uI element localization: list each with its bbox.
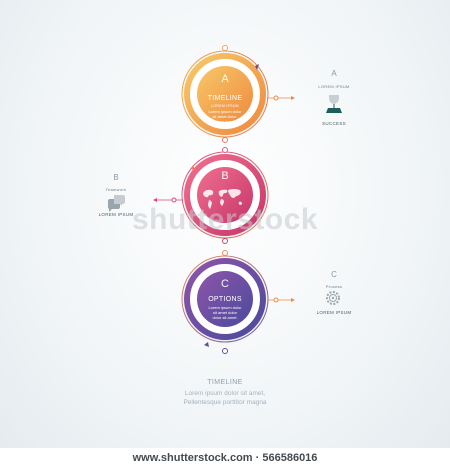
footer-body: Lorem ipsum dolor sit amet, Pellentesque…: [145, 389, 305, 407]
step-b-ring-arrow: [191, 165, 195, 170]
step-c-fill-disc: [197, 271, 253, 327]
step-a-letter: A: [221, 73, 229, 85]
step-c-colored-ring: [184, 258, 266, 340]
step-a-bottom-node: [222, 137, 228, 143]
side-a-label: SUCCESS: [322, 121, 346, 126]
step-b-connector-node: [171, 197, 177, 203]
step-c-letter: C: [221, 278, 229, 290]
side-a-caption: LOREM IPSUM: [318, 84, 350, 89]
chat-bubbles-icon: [107, 195, 125, 212]
watermark-bar: [0, 448, 450, 470]
step-b-arrowhead: [153, 198, 157, 202]
footer-line: Lorem ipsum dolor sit amet,: [184, 390, 266, 397]
step-a-arrowhead: [291, 96, 295, 100]
side-c-caption: Process: [325, 284, 343, 289]
footer-line: Pellentesque porttitor magna: [183, 399, 267, 406]
step-c-title: OPTIONS: [208, 296, 242, 303]
side-b-caption: Teamwork: [105, 187, 127, 192]
side-c-label: LOREM IPSUM: [316, 310, 352, 315]
step-a-connector-node: [273, 95, 279, 101]
side-a-letter: A: [331, 69, 337, 78]
trophy-icon: [326, 95, 342, 113]
step-a-fill-disc: [197, 66, 253, 122]
step-b-letter: B: [221, 170, 229, 182]
step-c-body: Lorem ipsum dolor sit amet dolor dolor s…: [195, 305, 255, 320]
step-c-arrowhead: [291, 298, 295, 302]
step-b-fill-disc: [197, 167, 253, 223]
step-c-body-line: sit amet dolor: [212, 310, 237, 315]
gear-icon: [326, 291, 340, 305]
step-c-body-line: dolor sit amet.: [212, 315, 238, 320]
step-b-top-node: [222, 147, 228, 153]
step-c-connector-node: [273, 297, 279, 303]
step-a-colored-ring: [184, 53, 266, 135]
step-a-subtitle: LOREM IPSUM: [211, 104, 239, 108]
step-c-ring-arrow: [204, 342, 209, 347]
step-c-top-node: [222, 250, 228, 256]
step-c-body-line: Lorem ipsum dolor: [208, 305, 242, 310]
step-b-colored-ring: [184, 154, 266, 236]
step-b-bottom-node: [222, 238, 228, 244]
step-a-ring-arrow: [255, 64, 259, 70]
step-a-body-line: sit amet dolor.: [212, 114, 238, 119]
step-c-bottom-node: [222, 348, 228, 354]
step-a-body-line: Lorem ipsum dolor: [208, 109, 242, 114]
step-a-title: TIMELINE: [207, 95, 243, 102]
side-b-letter: B: [113, 173, 119, 182]
side-b-label: LOREM IPSUM: [98, 212, 134, 217]
footer-title: TIMELINE: [207, 379, 243, 386]
step-a-body-line: lorem ipsum: [214, 119, 236, 124]
watermark-overlay: shutterstock: [131, 203, 319, 236]
world-map-icon: [203, 189, 242, 209]
side-c-letter: C: [331, 270, 337, 279]
step-a-top-node: [222, 45, 228, 51]
step-a-body: Lorem ipsum dolor sit amet dolor. lorem …: [195, 109, 255, 124]
watermark-url: www.shutterstock.com · 566586016: [132, 452, 318, 464]
